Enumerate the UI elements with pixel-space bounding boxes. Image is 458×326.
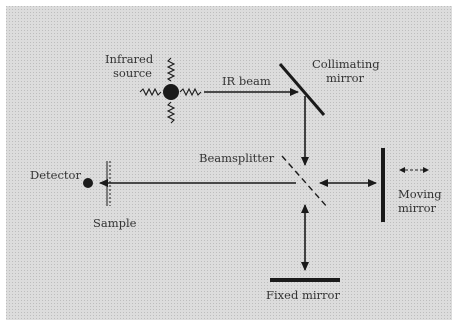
source-wave-left-icon <box>139 87 162 97</box>
source-dot-icon <box>163 84 179 100</box>
moving-mirror-label-1: Moving <box>398 187 442 201</box>
infrared-source-label-1: Infrared <box>105 52 154 66</box>
diagram-background <box>6 6 452 320</box>
beamsplitter <box>281 155 329 209</box>
fixed-mirror-label: Fixed mirror <box>266 288 340 302</box>
collimating-mirror <box>278 63 326 116</box>
source-wave-up-icon <box>166 57 176 82</box>
detector-label: Detector <box>30 168 81 182</box>
sample-label: Sample <box>93 216 137 230</box>
moving-mirror-label-2: mirror <box>398 201 437 215</box>
infrared-source-label-2: source <box>113 66 152 80</box>
ir-beam-label: IR beam <box>222 74 271 88</box>
collimating-mirror-label-1: Collimating <box>312 57 380 71</box>
infrared-source <box>139 57 202 124</box>
collimating-mirror-label-2: mirror <box>326 71 365 85</box>
beamsplitter-label: Beamsplitter <box>199 151 275 165</box>
source-wave-right-icon <box>179 87 202 97</box>
sample <box>106 161 111 206</box>
detector-dot-icon <box>83 178 93 188</box>
source-wave-down-icon <box>166 101 176 124</box>
